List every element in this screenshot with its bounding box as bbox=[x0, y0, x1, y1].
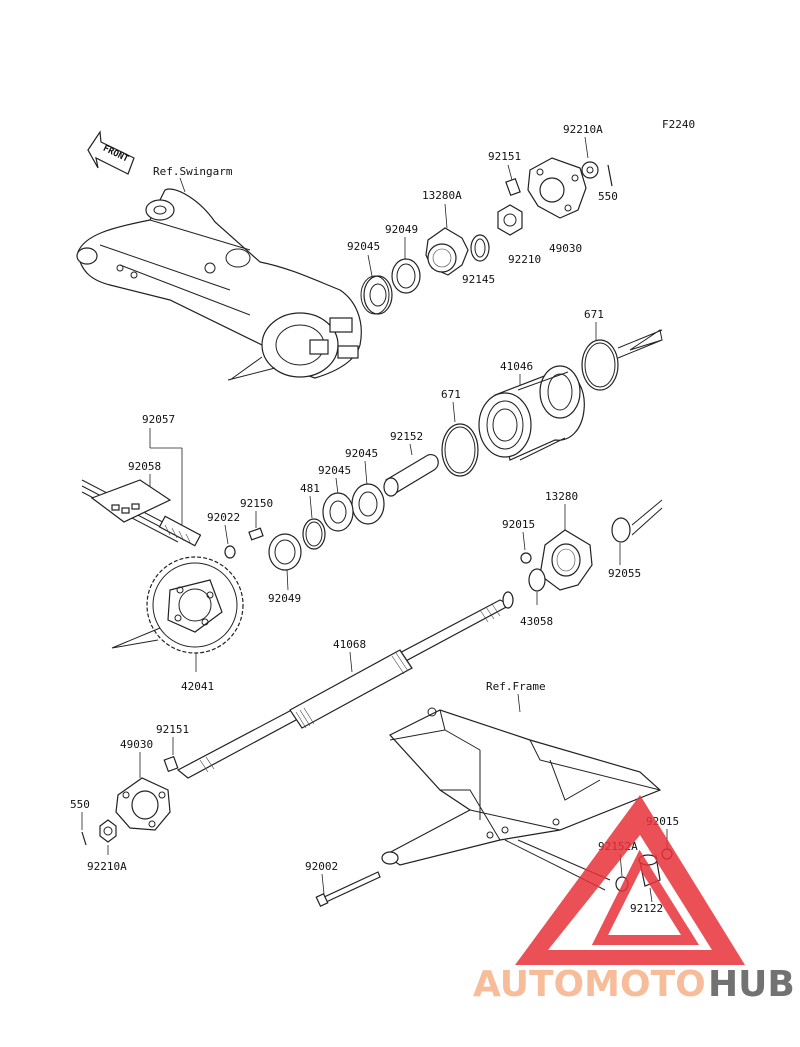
front-arrow-icon: FRONT bbox=[87, 130, 135, 175]
pin-550-bot bbox=[81, 831, 87, 846]
automotohub-watermark: AUTOMOTO HUB bbox=[473, 795, 795, 1005]
ref-frame-label: Ref.Frame bbox=[486, 680, 546, 693]
bearing-92045-top bbox=[360, 275, 393, 315]
pin-550-top bbox=[607, 164, 613, 187]
label-92022: 92022 bbox=[207, 511, 240, 524]
label-92055: 92055 bbox=[608, 567, 641, 580]
bolt-92151-top bbox=[505, 177, 521, 197]
label-92145: 92145 bbox=[462, 273, 495, 286]
label-43058: 43058 bbox=[520, 615, 553, 628]
watermark-triangle-icon bbox=[515, 795, 745, 965]
watermark-text-part1: AUTOMOTO bbox=[473, 964, 706, 1005]
label-92049-top: 92049 bbox=[385, 223, 418, 236]
label-92057: 92057 bbox=[142, 413, 175, 426]
bolt-92150 bbox=[248, 527, 264, 541]
label-92045-top: 92045 bbox=[347, 240, 380, 253]
bearing-92045-mid-a bbox=[351, 483, 385, 525]
label-92152: 92152 bbox=[390, 430, 423, 443]
nut-92210A-bot bbox=[99, 819, 117, 843]
label-92049-mid: 92049 bbox=[268, 592, 301, 605]
collar-92152 bbox=[383, 453, 439, 497]
label-671-mid: 671 bbox=[441, 388, 461, 401]
swingarm-drawing bbox=[76, 188, 362, 381]
seal-92049-top bbox=[391, 258, 421, 294]
bolt-92002 bbox=[315, 871, 381, 908]
label-92122: 92122 bbox=[630, 902, 663, 915]
bolt-92151-bot bbox=[163, 755, 179, 773]
label-92045-mid-b: 92045 bbox=[318, 464, 351, 477]
hub-49030-top bbox=[527, 157, 587, 219]
label-13280: 13280 bbox=[545, 490, 578, 503]
nut-92210 bbox=[497, 204, 523, 236]
sprocket-42041 bbox=[146, 556, 244, 654]
label-92058: 92058 bbox=[128, 460, 161, 473]
oring-671-mid bbox=[441, 423, 479, 477]
ring-43058 bbox=[528, 568, 546, 592]
label-92151-top: 92151 bbox=[488, 150, 521, 163]
axle-41068 bbox=[176, 591, 514, 779]
eccentric-hub-41046 bbox=[478, 365, 585, 461]
circlip-481 bbox=[302, 518, 326, 550]
label-550-top: 550 bbox=[598, 190, 618, 203]
label-49030-top: 49030 bbox=[549, 242, 582, 255]
washer-92022 bbox=[224, 545, 236, 559]
ref-swingarm-label: Ref.Swingarm bbox=[153, 165, 233, 178]
bearing-92045-mid-b bbox=[322, 492, 354, 532]
label-481: 481 bbox=[300, 482, 320, 495]
coupling-13280 bbox=[539, 529, 593, 591]
label-41046: 41046 bbox=[500, 360, 533, 373]
label-92210A-bot: 92210A bbox=[87, 860, 127, 873]
seal-92049-mid bbox=[268, 533, 302, 571]
label-13280A: 13280A bbox=[422, 189, 462, 202]
label-42041: 42041 bbox=[181, 680, 214, 693]
watermark-inner-triangle-icon bbox=[591, 849, 700, 945]
label-92015-mid: 92015 bbox=[502, 518, 535, 531]
label-550-bot: 550 bbox=[70, 798, 90, 811]
ring-92145 bbox=[470, 234, 490, 262]
label-41068: 41068 bbox=[333, 638, 366, 651]
chain-92057 bbox=[81, 479, 202, 547]
frame-drawing bbox=[381, 707, 662, 866]
label-92002: 92002 bbox=[305, 860, 338, 873]
label-92210A-top: 92210A bbox=[563, 123, 603, 136]
watermark-text-part2: HUB bbox=[708, 964, 795, 1005]
ring-92055 bbox=[611, 517, 631, 543]
figure-code: F2240 bbox=[662, 118, 695, 131]
oring-671-top bbox=[581, 339, 619, 391]
label-92210: 92210 bbox=[508, 253, 541, 266]
nut-92210A-top bbox=[581, 161, 599, 179]
label-92151-bot: 92151 bbox=[156, 723, 189, 736]
nut-92015-mid bbox=[520, 552, 532, 564]
coupling-13280A bbox=[425, 227, 469, 276]
label-92045-mid-a: 92045 bbox=[345, 447, 378, 460]
label-92150: 92150 bbox=[240, 497, 273, 510]
label-671-top: 671 bbox=[584, 308, 604, 321]
hub-49030-bot bbox=[115, 777, 171, 831]
label-49030-bot: 49030 bbox=[120, 738, 153, 751]
